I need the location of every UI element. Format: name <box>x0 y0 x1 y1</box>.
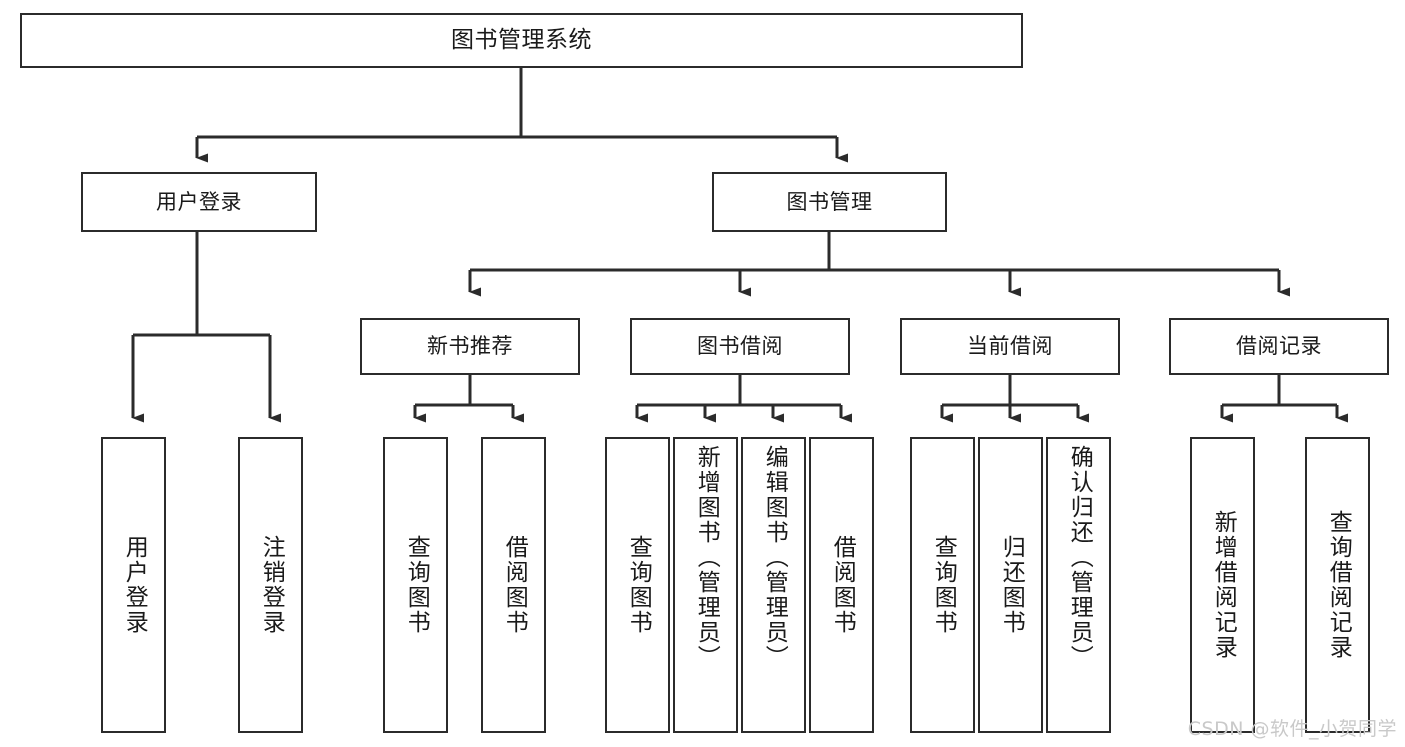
node-borrow-record[interactable]: 借阅记录 <box>1169 318 1389 375</box>
leaf-user-login-login[interactable]: 用户登录 <box>101 437 166 733</box>
leaf-recommend-query-book[interactable]: 查询图书 <box>383 437 448 733</box>
leaf-borrow-borrow-book[interactable]: 借阅图书 <box>809 437 874 733</box>
node-label: 查询图书 <box>625 535 652 635</box>
node-label: 借阅图书 <box>829 535 856 635</box>
node-book-management[interactable]: 图书管理 <box>712 172 947 232</box>
node-user-login[interactable]: 用户登录 <box>81 172 317 232</box>
node-label: 确认归还（管理员） <box>1066 445 1093 670</box>
node-label: 新增借阅记录 <box>1210 510 1237 660</box>
leaf-borrow-edit-book-admin[interactable]: 编辑图书（管理员） <box>741 437 806 733</box>
node-label: 注销登录 <box>258 535 285 635</box>
node-label: 归还图书 <box>998 535 1025 635</box>
leaf-borrow-add-book-admin[interactable]: 新增图书（管理员） <box>673 437 738 733</box>
node-label: 查询图书 <box>930 535 957 635</box>
csdn-watermark: CSDN @软件_小贺同学 <box>1187 718 1397 740</box>
node-book-borrow[interactable]: 图书借阅 <box>630 318 850 375</box>
node-label: 查询借阅记录 <box>1325 510 1352 660</box>
leaf-current-query-book[interactable]: 查询图书 <box>910 437 975 733</box>
leaf-current-confirm-return-admin[interactable]: 确认归还（管理员） <box>1046 437 1111 733</box>
node-current-borrow[interactable]: 当前借阅 <box>900 318 1120 375</box>
leaf-record-query-record[interactable]: 查询借阅记录 <box>1305 437 1370 733</box>
node-label: 查询图书 <box>403 535 430 635</box>
leaf-record-add-record[interactable]: 新增借阅记录 <box>1190 437 1255 733</box>
node-label: 新增图书（管理员） <box>693 445 720 670</box>
leaf-current-return-book[interactable]: 归还图书 <box>978 437 1043 733</box>
leaf-borrow-query-book[interactable]: 查询图书 <box>605 437 670 733</box>
node-label: 图书管理系统 <box>451 26 592 53</box>
node-label: 当前借阅 <box>967 334 1053 359</box>
node-label: 用户登录 <box>121 535 148 635</box>
node-root-system[interactable]: 图书管理系统 <box>20 13 1023 68</box>
node-label: 借阅记录 <box>1236 334 1322 359</box>
node-label: 编辑图书（管理员） <box>761 445 788 670</box>
node-new-book-recommend[interactable]: 新书推荐 <box>360 318 580 375</box>
node-label: 图书借阅 <box>697 334 783 359</box>
node-label: 图书管理 <box>786 189 873 214</box>
leaf-recommend-borrow-book[interactable]: 借阅图书 <box>481 437 546 733</box>
leaf-user-login-logout[interactable]: 注销登录 <box>238 437 303 733</box>
node-label: 用户登录 <box>156 189 242 214</box>
node-label: 新书推荐 <box>427 334 513 359</box>
node-label: 借阅图书 <box>501 535 528 635</box>
